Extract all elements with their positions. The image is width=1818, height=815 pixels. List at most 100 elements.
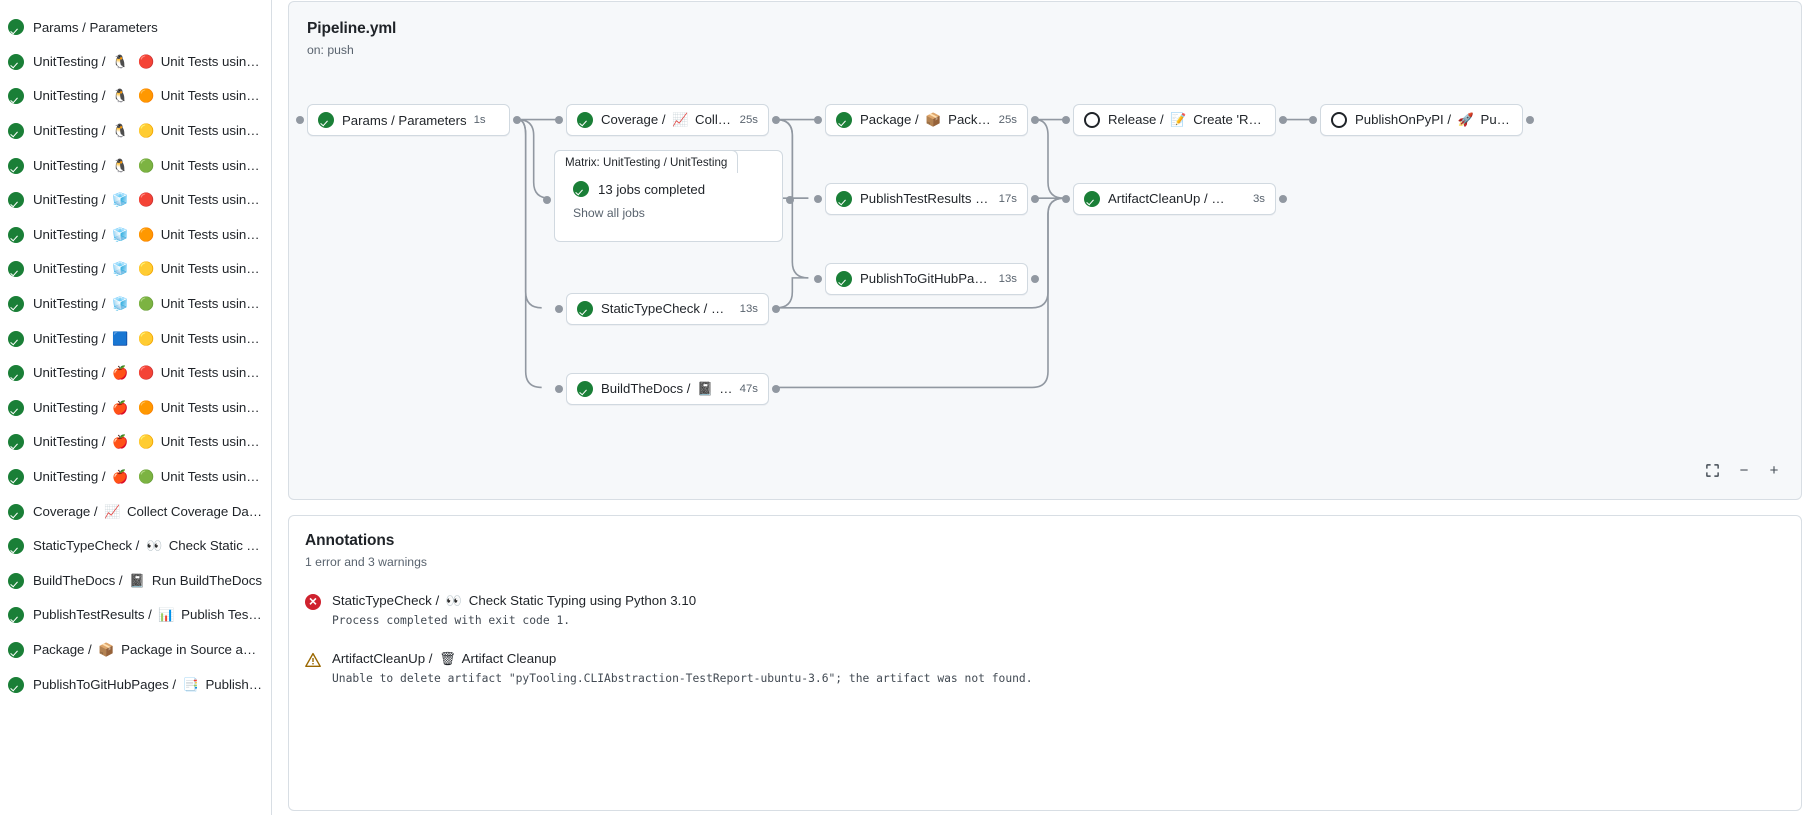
graph-node-statictype[interactable]: StaticTypeCheck / 👀 Chec...13s [555, 293, 780, 325]
graph-zoom-controls: − + [1701, 459, 1785, 481]
graph-edges [517, 118, 1311, 389]
sidebar-item[interactable]: UnitTesting / 🟦 🟡 Unit Tests using Pyth.… [0, 321, 271, 356]
job-emoji-icon: 🔴 [137, 192, 155, 208]
annotation-title: StaticTypeCheck / 👀 Check Static Typing … [332, 593, 697, 608]
graph-node-ghpages[interactable]: PublishToGitHubPages / 📑 P...13s [814, 263, 1039, 295]
sidebar-item[interactable]: UnitTesting / 🐧 🟠 Unit Tests using Pyth.… [0, 79, 271, 114]
node-label: PublishToGitHubPages / 📑 P... [860, 271, 992, 286]
node-input-port [1062, 116, 1070, 124]
graph-node-artifact[interactable]: ArtifactCleanUp / 🗑 Artifac...3s [1062, 183, 1287, 215]
job-emoji-icon: 👀 [445, 593, 463, 608]
sidebar-item-label: StaticTypeCheck / 👀 Check Static Typing.… [33, 538, 263, 554]
node-duration: 3s [1252, 193, 1265, 205]
sidebar-item-label: UnitTesting / 🐧 🔴 Unit Tests using Pyth.… [33, 53, 263, 69]
sidebar-item[interactable]: PublishTestResults / 📊 Publish Test Resu… [0, 598, 271, 633]
success-icon [8, 192, 24, 209]
sidebar-item[interactable]: Coverage / 📈 Collect Coverage Data usi..… [0, 494, 271, 529]
sidebar-item[interactable]: UnitTesting / 🧊 🔴 Unit Tests using Pyth.… [0, 183, 271, 218]
sidebar-item[interactable]: UnitTesting / 🍎 🟢 Unit Tests using Pyth.… [0, 460, 271, 495]
sidebar-item-label: UnitTesting / 🐧 🟢 Unit Tests using Pyth.… [33, 157, 263, 173]
job-emoji-icon: 🟡 [137, 434, 155, 450]
sidebar-item[interactable]: UnitTesting / 🧊 🟠 Unit Tests using Pyth.… [0, 218, 271, 253]
sidebar-item[interactable]: UnitTesting / 🍎 🟡 Unit Tests using Pyth.… [0, 425, 271, 460]
success-icon [8, 607, 24, 624]
sidebar-item[interactable]: UnitTesting / 🧊 🟢 Unit Tests using Pyth.… [0, 287, 271, 322]
node-input-port [1309, 116, 1317, 124]
job-emoji-icon: 🟡 [137, 330, 155, 346]
sidebar-item[interactable]: StaticTypeCheck / 👀 Check Static Typing.… [0, 529, 271, 564]
zoom-out-button[interactable]: − [1739, 461, 1749, 479]
success-icon [8, 365, 24, 382]
success-icon [318, 112, 334, 128]
job-emoji-icon: 🍎 [112, 434, 129, 450]
matrix-group-unittesting[interactable]: Matrix: UnitTesting / UnitTesting 13 job… [543, 150, 794, 242]
sidebar-item[interactable]: UnitTesting / 🍎 🔴 Unit Tests using Pyth.… [0, 356, 271, 391]
graph-node-builddocs[interactable]: BuildTheDocs / 📓 Run Buil...47s [555, 373, 780, 405]
node-label: PublishOnPyPI / 🚀 Publish to ... [1355, 112, 1512, 127]
job-emoji-icon: 🧊 [112, 226, 129, 242]
job-emoji-icon: 🐧 [112, 157, 129, 173]
sidebar-item[interactable]: Package / 📦 Package in Source and Wh... [0, 633, 271, 668]
job-emoji-icon: 📑 [182, 676, 199, 692]
sidebar-item-label: UnitTesting / 🧊 🟢 Unit Tests using Pyth.… [33, 296, 263, 312]
success-icon [836, 112, 852, 128]
node-input-port [555, 305, 563, 313]
job-emoji-icon: 🐧 [112, 88, 129, 104]
sidebar-item-label: PublishToGitHubPages / 📑 Publish to G... [33, 676, 263, 692]
job-emoji-icon: 🟢 [137, 157, 155, 173]
sidebar-item[interactable]: UnitTesting / 🐧 🟢 Unit Tests using Pyth.… [0, 148, 271, 183]
sidebar-item[interactable]: Params / Parameters [0, 10, 271, 45]
success-icon [8, 469, 24, 486]
job-emoji-icon: 🟠 [137, 399, 155, 415]
graph-node-release[interactable]: Release / 📝 Create 'Release P... [1062, 104, 1287, 136]
sidebar-item-label: PublishTestResults / 📊 Publish Test Resu… [33, 607, 263, 623]
success-icon [836, 271, 852, 287]
workflow-graph-card: Pipeline.yml on: push [288, 1, 1802, 500]
success-icon [8, 88, 24, 105]
node-output-port [513, 116, 521, 124]
sidebar-item[interactable]: UnitTesting / 🧊 🟡 Unit Tests using Pyth.… [0, 252, 271, 287]
sidebar-item[interactable]: UnitTesting / 🐧 🟡 Unit Tests using Pyth.… [0, 114, 271, 149]
success-icon [8, 538, 24, 555]
node-label: Release / 📝 Create 'Release P... [1108, 112, 1265, 127]
success-icon [573, 181, 589, 197]
sidebar-item[interactable]: UnitTesting / 🐧 🔴 Unit Tests using Pyth.… [0, 45, 271, 80]
job-emoji-icon: 🧊 [112, 261, 129, 277]
graph-node-package[interactable]: Package / 📦 Package in So...25s [814, 104, 1039, 136]
success-icon [8, 53, 24, 70]
node-output-port [1279, 195, 1287, 203]
workflow-trigger-subtitle: on: push [307, 43, 354, 57]
success-icon [8, 399, 24, 416]
annotation-message: Unable to delete artifact "pyTooling.CLI… [332, 672, 1033, 685]
job-emoji-icon: 🍎 [112, 469, 129, 485]
graph-node-coverage[interactable]: Coverage / 📈 Collect Cove...25s [555, 104, 780, 136]
node-output-port [772, 385, 780, 393]
job-emoji-icon: 👀 [145, 538, 163, 554]
job-emoji-icon: 🍎 [112, 399, 129, 415]
success-icon [8, 503, 24, 520]
show-all-jobs-link[interactable]: Show all jobs [573, 206, 645, 220]
zoom-in-button[interactable]: + [1769, 461, 1779, 479]
job-emoji-icon: 🟢 [137, 469, 155, 485]
job-emoji-icon: 📓 [697, 381, 714, 396]
graph-node-testres[interactable]: PublishTestResults / 📊 Pu...17s [814, 183, 1039, 215]
job-emoji-icon: 🗑 [439, 651, 456, 666]
fit-screen-icon[interactable] [1701, 459, 1723, 481]
job-emoji-icon: 📈 [672, 112, 689, 127]
job-emoji-icon: 🟠 [137, 88, 155, 104]
sidebar-item[interactable]: PublishToGitHubPages / 📑 Publish to G... [0, 667, 271, 702]
sidebar-item[interactable]: UnitTesting / 🍎 🟠 Unit Tests using Pyth.… [0, 391, 271, 426]
sidebar-item[interactable]: BuildTheDocs / 📓 Run BuildTheDocs [0, 564, 271, 599]
job-emoji-icon: 🗑 [1214, 191, 1231, 206]
node-duration: 25s [739, 114, 758, 126]
annotation-row[interactable]: StaticTypeCheck / 👀 Check Static Typing … [305, 593, 1785, 627]
job-emoji-icon: 🔴 [137, 365, 155, 381]
graph-node-pypi[interactable]: PublishOnPyPI / 🚀 Publish to ... [1309, 104, 1534, 136]
matrix-input-port [543, 196, 551, 204]
